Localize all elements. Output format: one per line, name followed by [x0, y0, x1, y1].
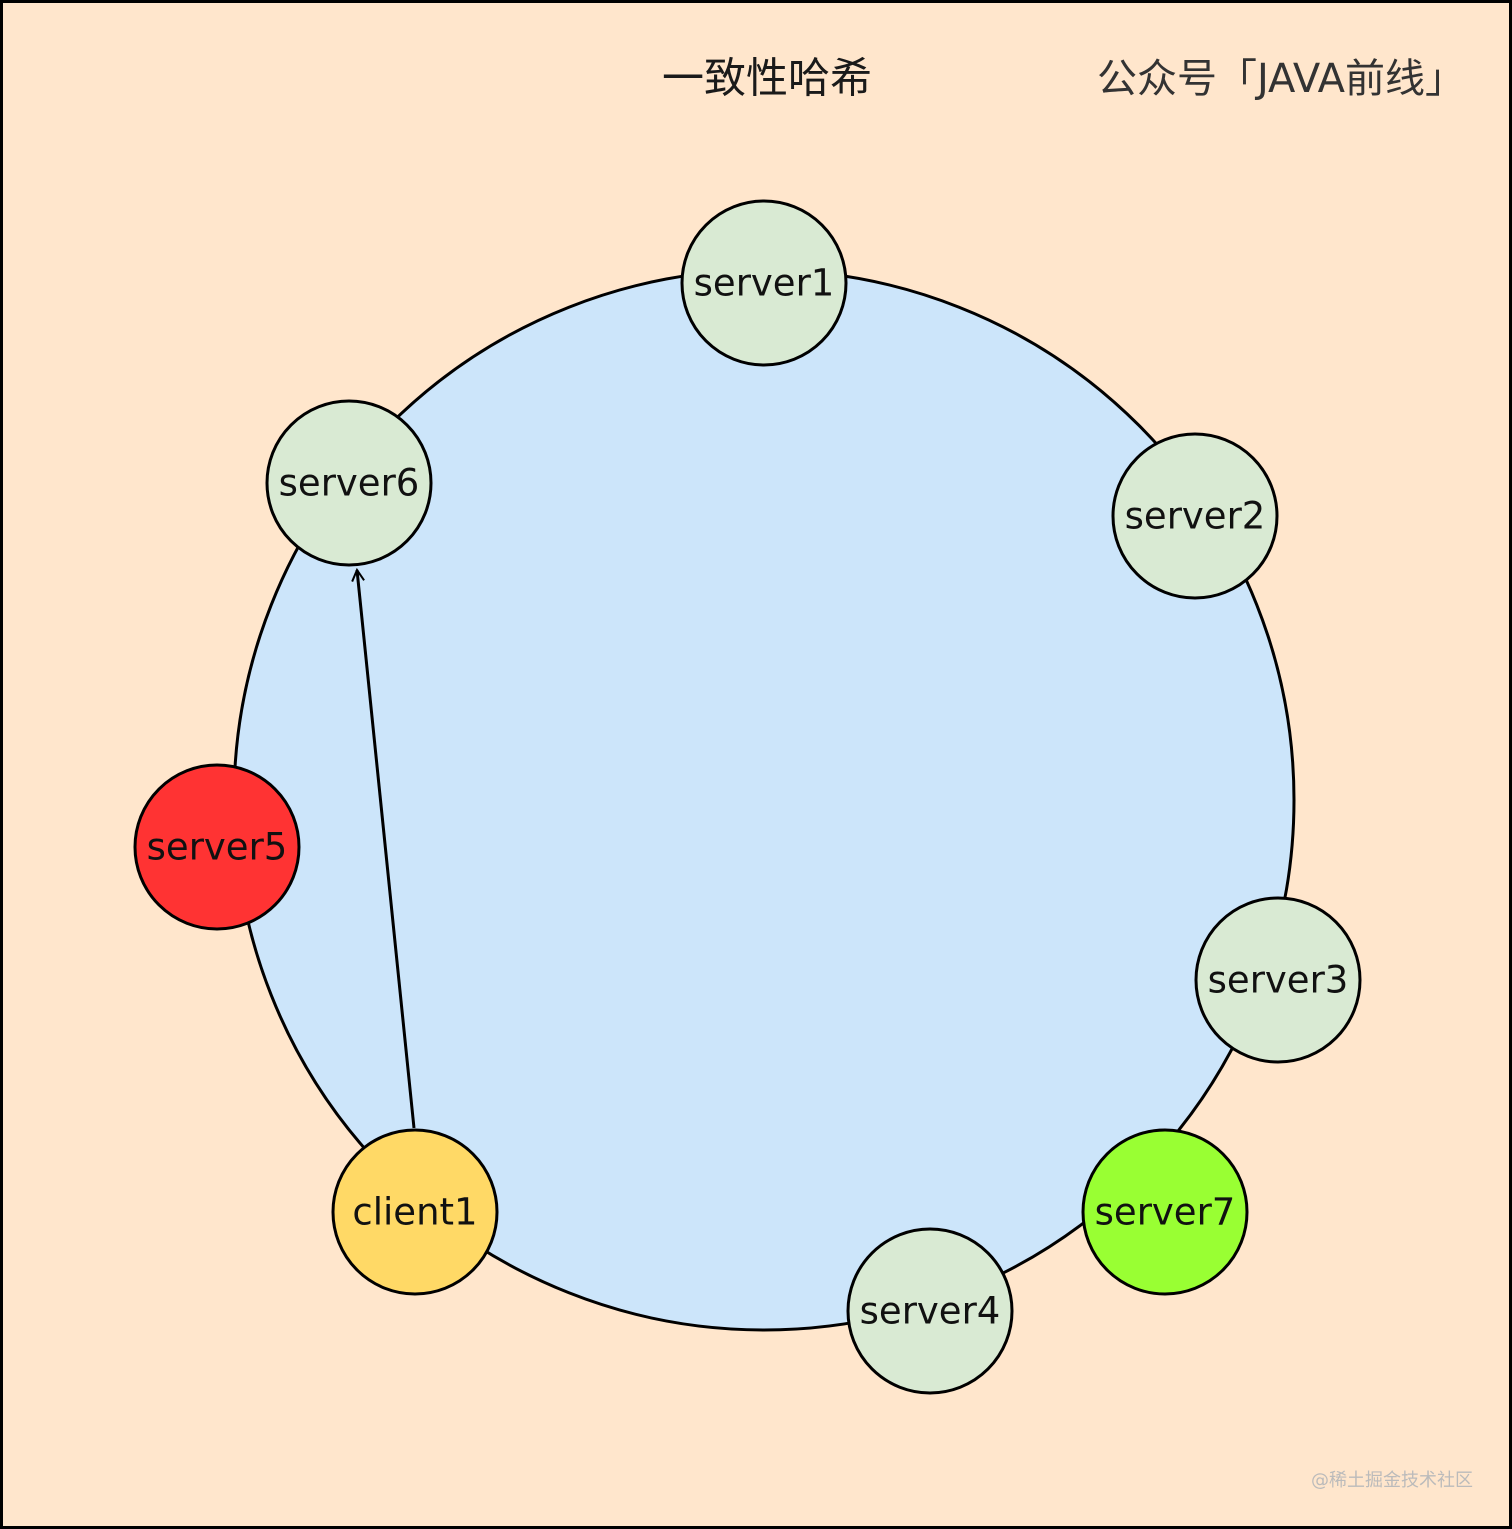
- node-server5[interactable]: server5: [133, 763, 301, 931]
- client1-label: client1: [352, 1191, 477, 1234]
- server1-label: server1: [694, 262, 835, 305]
- server5-label: server5: [147, 826, 288, 869]
- hash-ring-diagram: server1 server2 server3 server7 server4 …: [133, 199, 1362, 1395]
- edge-client1-to-server6: [357, 570, 416, 1129]
- server7-label: server7: [1095, 1191, 1236, 1234]
- node-server6[interactable]: server6: [265, 399, 433, 567]
- server6-label: server6: [279, 462, 420, 505]
- server2-circle: [1111, 432, 1279, 600]
- node-server2[interactable]: server2: [1111, 432, 1279, 600]
- server4-circle: [846, 1227, 1014, 1395]
- client1-circle: [331, 1128, 499, 1296]
- diagram-title: 一致性哈希: [661, 53, 873, 103]
- account-label: 公众号「JAVA前线」: [1096, 56, 1466, 102]
- server6-circle: [265, 399, 433, 567]
- watermark: @稀土掘金技术社区: [1311, 1470, 1473, 1491]
- node-server3[interactable]: server3: [1194, 896, 1362, 1064]
- server1-circle: [680, 199, 848, 367]
- node-client1[interactable]: client1: [331, 1128, 499, 1296]
- node-server4[interactable]: server4: [846, 1227, 1014, 1395]
- server5-circle: [133, 763, 301, 931]
- server2-label: server2: [1125, 495, 1266, 538]
- server3-label: server3: [1208, 959, 1349, 1002]
- node-server7[interactable]: server7: [1081, 1128, 1249, 1296]
- server7-circle: [1081, 1128, 1249, 1296]
- server4-label: server4: [860, 1290, 1001, 1333]
- node-server1[interactable]: server1: [680, 199, 848, 367]
- server3-circle: [1194, 896, 1362, 1064]
